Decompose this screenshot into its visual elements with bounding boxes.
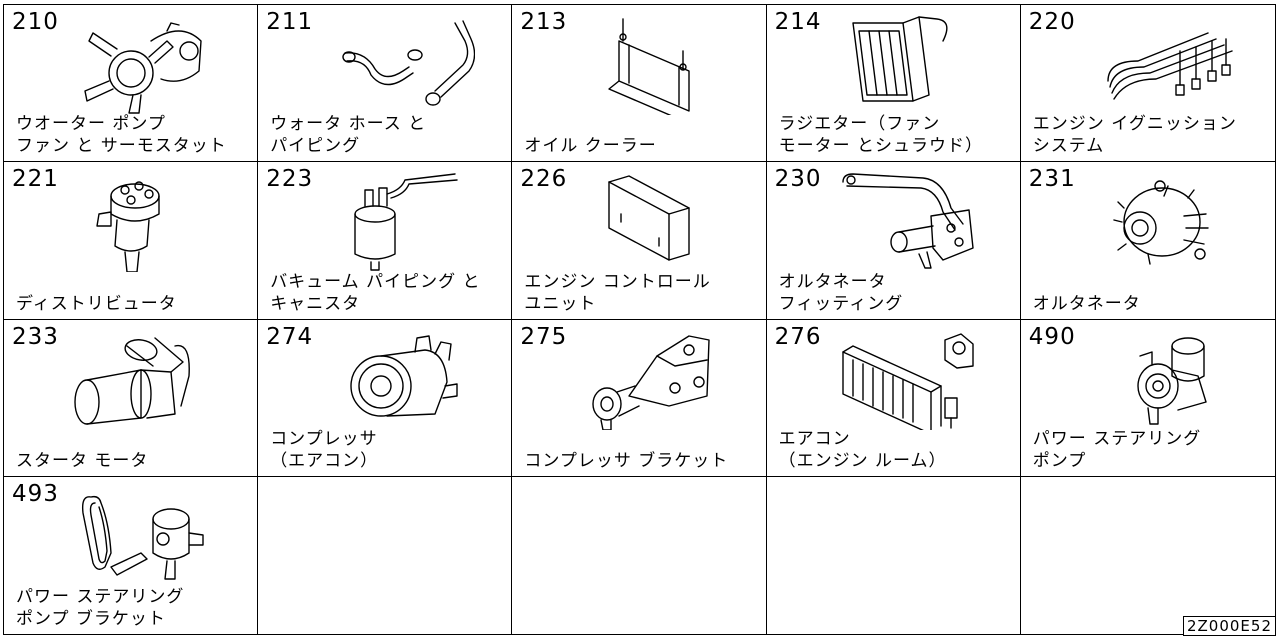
catalog-item-231[interactable]: 231 オルタネータ — [1020, 162, 1275, 320]
catalog-item-210[interactable]: 210 ウオーター ポンプファン と サーモスタット — [4, 5, 259, 163]
item-code: 231 — [1028, 166, 1076, 193]
reference-code: 2Z000E52 — [1182, 616, 1276, 636]
item-code: 210 — [12, 9, 59, 35]
oil-cooler-icon — [579, 11, 729, 120]
item-label: パワー ステアリングポンプ — [1032, 428, 1202, 471]
item-code: 276 — [774, 323, 822, 350]
item-code: 214 — [774, 9, 822, 35]
alternator-icon — [1088, 168, 1238, 272]
catalog-item-221[interactable]: 221 ディストリビュータ — [4, 162, 259, 320]
radiator-icon — [833, 11, 983, 115]
compressor-icon — [325, 326, 475, 430]
catalog-item-233[interactable]: 233 スタータ モータ — [4, 319, 259, 477]
item-label: エンジン コントロールユニット — [524, 271, 711, 314]
item-code: 230 — [774, 166, 822, 193]
item-label: オルタネータフィッティング — [778, 271, 904, 314]
catalog-item-275[interactable]: 275 コンプレッサ ブラケット — [512, 319, 767, 477]
item-code: 274 — [266, 323, 314, 350]
parts-catalog-grid: 210 ウオーター ポンプファン と サーモスタット 211 — [3, 4, 1276, 635]
empty-cell — [766, 476, 1021, 634]
item-code: 220 — [1028, 9, 1076, 35]
item-label: スタータ モータ — [16, 450, 149, 471]
empty-cell — [1020, 476, 1275, 634]
item-label: ウォータ ホース とパイピング — [270, 114, 427, 157]
alternator-bracket-icon — [833, 168, 983, 272]
vacuum-canister-icon — [325, 168, 475, 272]
catalog-item-230[interactable]: 230 オルタネータフィッティング — [766, 162, 1021, 320]
item-label: エンジン イグニッションシステム — [1032, 114, 1237, 157]
item-label: コンプレッサ（エアコン） — [270, 428, 379, 471]
item-code: 223 — [266, 166, 314, 193]
compressor-bracket-icon — [579, 326, 729, 431]
distributor-icon — [71, 168, 221, 273]
item-label: パワー ステアリングポンプ ブラケット — [16, 587, 185, 629]
item-code: 490 — [1028, 323, 1076, 350]
catalog-item-223[interactable]: 223 バキューム パイピング とキャニスタ — [258, 162, 513, 320]
catalog-item-226[interactable]: 226 エンジン コントロールユニット — [512, 162, 767, 320]
item-label: ラジエター（ファンモーター とシュラウド） — [778, 114, 983, 157]
power-steering-pump-icon — [1088, 326, 1238, 430]
item-code: 211 — [266, 9, 314, 35]
catalog-item-274[interactable]: 274 コンプレッサ（エアコン） — [258, 319, 513, 477]
empty-cell — [258, 476, 513, 634]
item-code: 493 — [12, 480, 59, 507]
item-label: ウオーター ポンプファン と サーモスタット — [16, 114, 227, 157]
catalog-item-490[interactable]: 490 パワー ステアリングポンプ — [1020, 319, 1275, 477]
catalog-item-220[interactable]: 220 エンジン イグニッションシステム — [1020, 5, 1275, 163]
catalog-item-493[interactable]: 493 パワー ステアリングポンプ ブラケット — [4, 476, 259, 634]
pump-bracket-icon — [71, 483, 221, 587]
item-code: 275 — [520, 323, 568, 350]
item-label: エアコン（エンジン ルーム） — [778, 428, 947, 471]
item-code: 233 — [12, 323, 59, 350]
item-label: コンプレッサ ブラケット — [524, 450, 729, 471]
item-label: オイル クーラー — [524, 136, 657, 157]
item-label: バキューム パイピング とキャニスタ — [270, 271, 481, 314]
item-label: ディストリビュータ — [16, 293, 177, 314]
condenser-icon — [833, 326, 983, 435]
empty-cell — [512, 476, 767, 634]
item-label: オルタネータ — [1032, 293, 1141, 314]
control-unit-icon — [579, 168, 729, 272]
item-code: 226 — [520, 166, 568, 193]
catalog-item-211[interactable]: 211 ウォータ ホース とパイピング — [258, 5, 513, 163]
catalog-item-213[interactable]: 213 オイル クーラー — [512, 5, 767, 163]
starter-motor-icon — [71, 326, 221, 430]
catalog-item-276[interactable]: 276 エアコン（エンジン ルーム） — [766, 319, 1021, 477]
water-pump-icon — [71, 11, 221, 115]
item-code: 221 — [12, 166, 59, 193]
water-hose-icon — [325, 11, 475, 115]
ignition-cables-icon — [1088, 11, 1238, 115]
catalog-item-214[interactable]: 214 ラジエター（ファンモーター とシュラウド） — [766, 5, 1021, 163]
item-code: 213 — [520, 9, 568, 35]
